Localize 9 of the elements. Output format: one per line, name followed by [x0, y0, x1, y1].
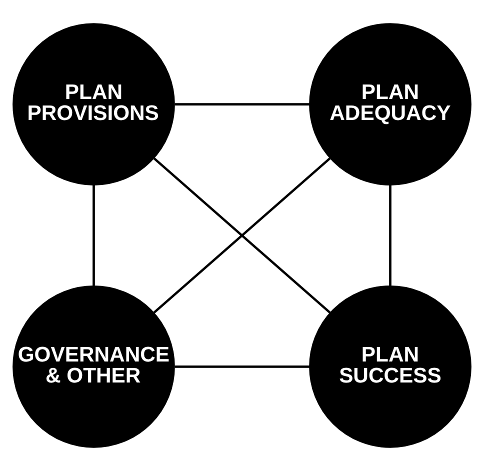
connector: [174, 365, 310, 368]
connector: [174, 102, 310, 105]
node-circle: PLAN SUCCESS: [309, 285, 472, 448]
connector: [153, 157, 331, 314]
connector: [92, 184, 95, 286]
node-circle: PLAN ADEQUACY: [309, 22, 472, 185]
connector: [389, 184, 392, 286]
node-circle: PLAN PROVISIONS: [12, 22, 175, 185]
node-circle: GOVERNANCE & OTHER: [12, 285, 175, 448]
